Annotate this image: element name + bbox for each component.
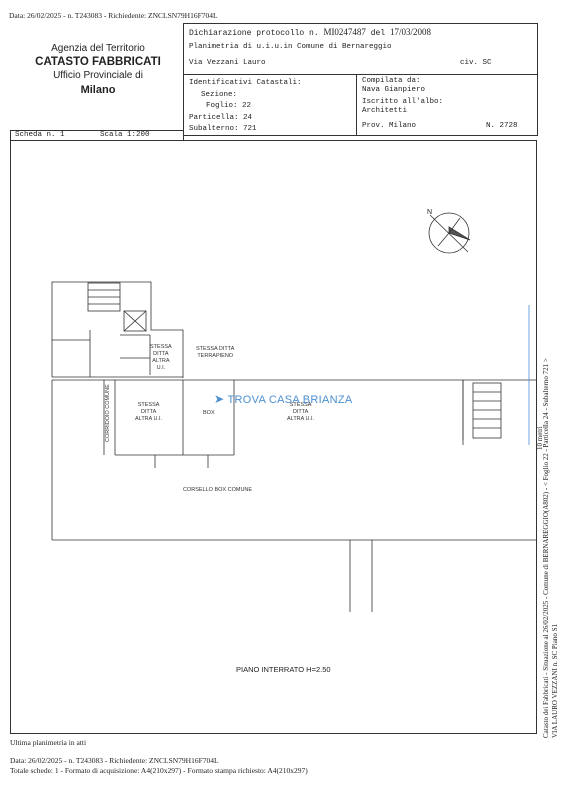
subalterno-label: Subalterno: (189, 125, 239, 133)
compilata-title: Compilata da: (362, 77, 421, 85)
scala-label: Scala 1:200 (100, 131, 150, 139)
label-terrapieno: STESSA DITTA TERRAPIENO (196, 346, 235, 359)
albo-number: N. 2728 (486, 122, 518, 130)
piano-label: PIANO INTERRATO H=2.50 (236, 665, 331, 674)
identification-divider (356, 74, 357, 136)
protocol-line: Dichiarazione protocollo n. MI0247487 de… (189, 27, 431, 38)
ufficio-city: Milano (80, 84, 116, 96)
foglio-row: Foglio: 22 (189, 101, 302, 113)
protocol-number: MI0247487 (323, 27, 366, 37)
footer-data-line: Data: 26/02/2025 - n. T243083 - Richiede… (10, 756, 219, 765)
n-value: 2728 (499, 122, 518, 130)
sezione-row: Sezione: (189, 90, 302, 102)
foglio-value: 22 (242, 102, 252, 110)
prov-label: Prov. Milano (362, 122, 417, 130)
agency-name: Agenzia del Territorio (51, 43, 145, 54)
footer-totale-line: Totale schede: 1 - Formato di acquisizio… (10, 766, 308, 775)
planimetria-line: Planimetria di u.i.u.in Comune di Bernar… (189, 43, 392, 51)
agency-block: Agenzia del Territorio CATASTO FABBRICAT… (18, 43, 178, 96)
label-corridoio: CORRIDOIO COMUNE (105, 384, 111, 442)
subalterno-value: 721 (243, 125, 257, 133)
watermark: ➤ TROVA CASA BRIANZA (214, 392, 353, 406)
drawing-frame (10, 140, 537, 734)
albo-value: Architetti (362, 107, 408, 115)
del-label: del (370, 29, 386, 38)
identificativi-block: Identificativi Catastali: Sezione: Fogli… (189, 78, 302, 136)
ufficio-label: Ufficio Provinciale di (53, 70, 143, 81)
protocol-date: 17/03/2008 (389, 27, 431, 37)
foglio-label: Foglio: (206, 102, 238, 110)
label-box: BOX (203, 410, 215, 416)
label-altra-ui-small: STESSA DITTA ALTRA U.I. (150, 344, 172, 371)
catasto-title: CATASTO FABBRICATI (35, 56, 161, 68)
identification-box (183, 74, 538, 136)
compilata-name: Nava Gianpiero (362, 86, 426, 94)
label-altra-ui-left: STESSA DITTA ALTRA U.I. (135, 402, 163, 422)
ultima-planimetria: Ultima planimetria in atti (10, 738, 87, 747)
compilata-block: Compilata da: Nava Gianpiero Iscritto al… (362, 77, 443, 116)
civic-number: civ. SC (460, 59, 492, 67)
watermark-logo-icon: ➤ (214, 392, 225, 406)
request-date-line: Data: 26/02/2025 - n. T243083 - Richiede… (9, 11, 218, 20)
label-corsello: CORSELLO BOX COMUNE (183, 487, 253, 493)
particella-value: 24 (243, 113, 253, 122)
watermark-text: TROVA CASA BRIANZA (227, 394, 353, 406)
address-line: Via Vezzani Lauro (189, 59, 266, 67)
side-text-main: Catasto dei Fabbricati - Situazione al 2… (542, 358, 550, 738)
scheda-number: Scheda n. 1 (15, 131, 65, 139)
dichiarazione-label: Dichiarazione protocollo n. (189, 29, 319, 38)
label-altra-ui-right: STESSA DITTA ALTRA U.I. (287, 402, 315, 422)
north-label: N (427, 209, 433, 216)
iscritto-label: Iscritto all'albo: (362, 98, 444, 106)
sezione-label: Sezione: (201, 90, 238, 99)
particella-row: Particella: 24 (189, 113, 302, 125)
n-label: N. (486, 122, 496, 130)
identificativi-title: Identificativi Catastali: (189, 79, 302, 87)
side-text-address: VIA LAURO VEZZANI n. SC Piano S1 (551, 623, 559, 738)
subalterno-row: Subalterno: 721 (189, 124, 302, 136)
particella-label: Particella: (189, 113, 239, 122)
